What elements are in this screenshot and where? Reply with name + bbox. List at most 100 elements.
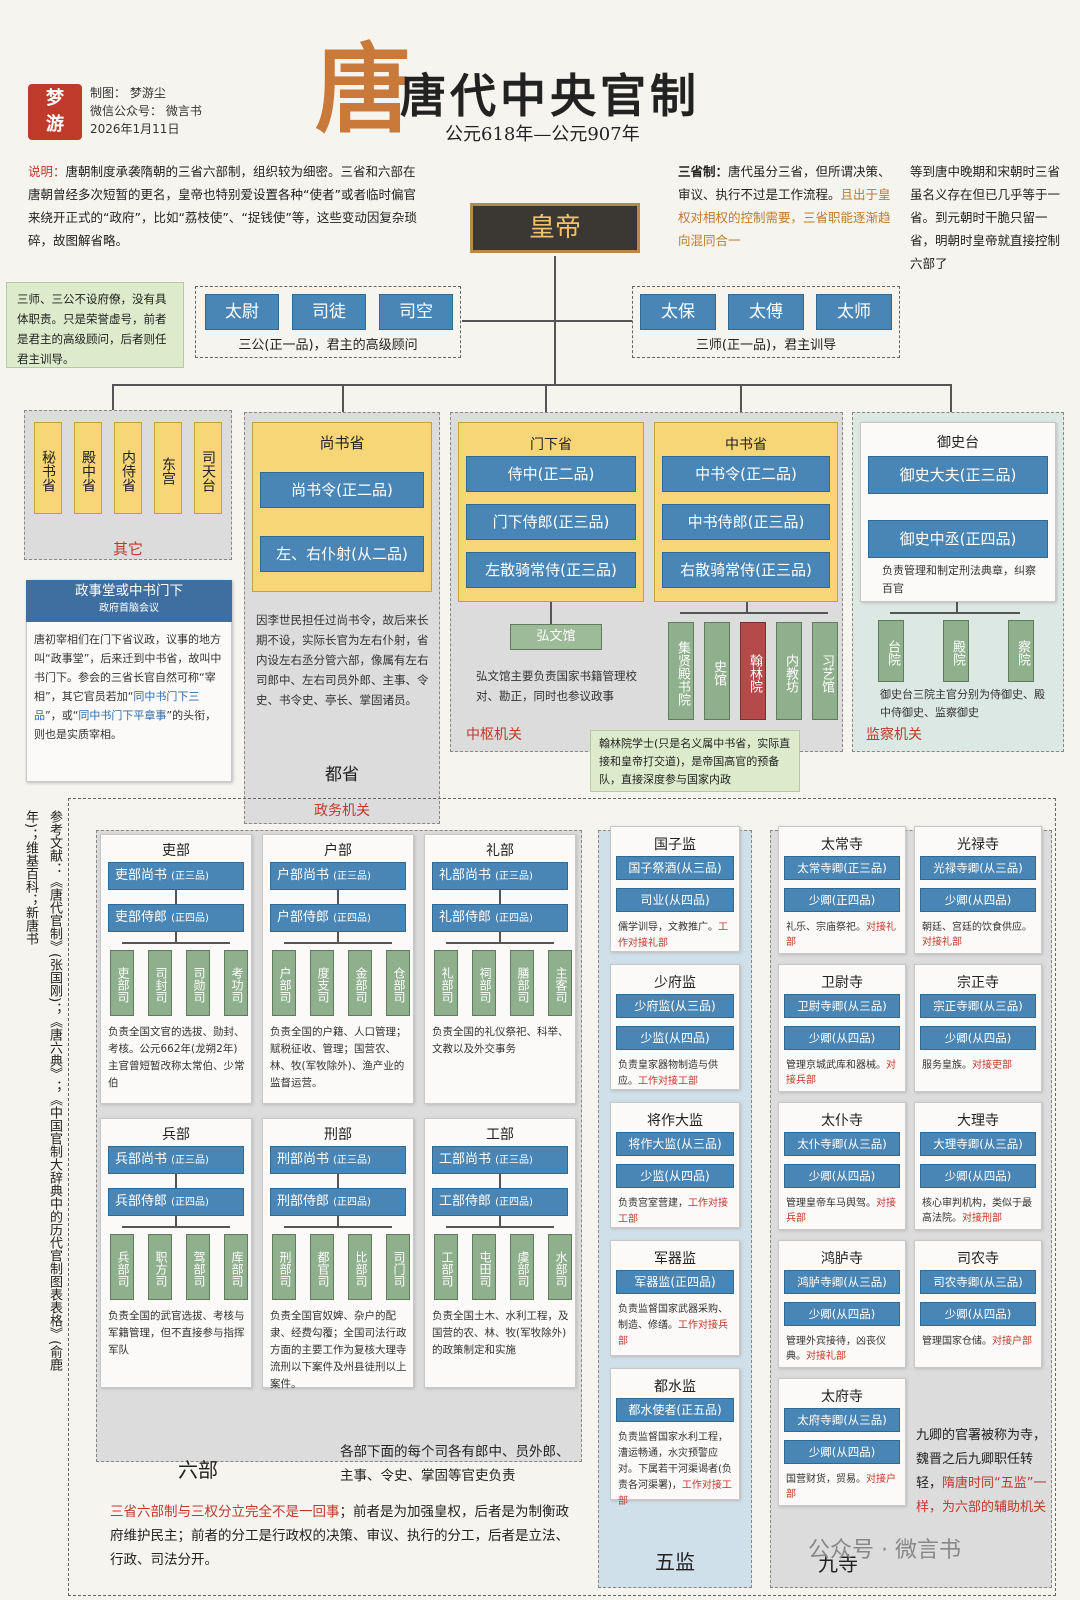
wujian-desc: 儒学训导，文教推广。工作对接礼部 [618, 920, 734, 952]
jiusi-name: 太仆寺 [821, 1113, 863, 1129]
dept-connector [175, 932, 177, 942]
sanshi-caption: 三师(正一品)，君主训导 [695, 338, 837, 353]
jiusi-name: 卫尉寺 [821, 975, 863, 991]
dept-connector [499, 1174, 501, 1188]
wujian-desc: 负责皇家器物制造与供应。工作对接工部 [618, 1058, 734, 1090]
jiusi-name: 司农寺 [957, 1251, 999, 1267]
jiusi-link: 对接兵部 [786, 1198, 896, 1224]
dept-sub-office: 兵部司 [110, 1234, 134, 1300]
wujian-post: 将作大监(从三品) [616, 1132, 734, 1156]
dept-vice: 礼部侍郎 [439, 910, 492, 925]
dept-sub-office: 都官司 [310, 1234, 334, 1300]
jiusi-post: 太府寺卿(从三品) [784, 1408, 900, 1432]
xiyiguan-box: 习艺馆 [812, 622, 838, 720]
dept-vice-rank: (正四品) [171, 913, 209, 924]
yushi-name: 御史台 [937, 435, 979, 451]
menxia-post-1: 侍中(正二品) [466, 456, 636, 492]
jiusi-post: 太常寺卿(正三品) [784, 856, 900, 880]
others-neishi: 内侍省 [114, 422, 142, 514]
wujian-name: 少府监 [654, 975, 696, 991]
dept-connector [337, 932, 339, 942]
zhongshu-post-1: 中书令(正二品) [662, 456, 830, 492]
wujian-desc-text: 儒学训导，文教推广。 [618, 922, 718, 933]
zhengshitang-sub: 政府首脑会议 [99, 603, 159, 614]
jiusi-desc: 管理外宾接待，凶丧仪典。对接礼部 [786, 1334, 900, 1364]
wujian-post: 司业(从四品) [616, 888, 734, 912]
dept-head-rank: (正三品) [333, 871, 371, 882]
dept-head-rank: (正三品) [171, 1155, 209, 1166]
sanshi-group [632, 286, 900, 358]
dept-name: 兵部 [162, 1127, 190, 1143]
wujian-link: 工作对接兵部 [618, 1320, 728, 1347]
dusheng-label: 都省 [325, 765, 359, 785]
sanquan-note: 三省六部制与三权分立完全不是一回事；前者是为加强皇权，后者是为制衡政府维护民主；… [110, 1504, 569, 1568]
dept-vice: 刑部侍郎 [277, 1194, 330, 1209]
dept-sub-office: 工部司 [434, 1234, 458, 1300]
dept-vice-box: 兵部侍郎 (正四品) [108, 1188, 244, 1216]
liubu-note: 各部下面的每个司各有郎中、员外郎、主事、令史、掌固等官吏负责 [340, 1444, 570, 1484]
others-sitian: 司天台 [194, 422, 222, 514]
dept-vice-rank: (正四品) [333, 1197, 371, 1208]
wujian-post: 军器监(正四品) [616, 1270, 734, 1294]
yushi-box [860, 422, 1056, 602]
dept-vice: 兵部侍郎 [115, 1194, 168, 1209]
sansheng-note: 三省制：唐代虽分三省，但所谓决策、审议、执行不过是工作流程。且出于皇权对相权的控… [678, 164, 891, 248]
dept-vice: 工部侍郎 [439, 1194, 492, 1209]
jiusi-desc-text: 国营财货，贸易。 [786, 1474, 866, 1485]
dept-vice: 吏部侍郎 [115, 910, 168, 925]
wujian-post: 国子祭酒(从三品) [616, 856, 734, 880]
wujian-link: 工作对接工部 [618, 1198, 728, 1225]
wujian-link: 工作对接工部 [638, 1076, 698, 1087]
yushi-post-2: 御史中丞(正四品) [868, 520, 1048, 558]
hongwenguan-box: 弘文馆 [510, 624, 602, 650]
dept-head-rank: (正三品) [333, 1155, 371, 1166]
wujian-label: 五监 [655, 1550, 695, 1574]
jiusi-post: 少卿(从四品) [784, 1026, 900, 1050]
wujian-desc: 负责宫室营建，工作对接工部 [618, 1196, 734, 1228]
others-donggong: 东宫 [154, 422, 182, 514]
menxia-post-3: 左散骑常侍(正三品) [466, 552, 636, 588]
shangshu-name: 尚书省 [319, 434, 365, 452]
jiusi-desc: 礼乐、宗庙祭祀。对接礼部 [786, 920, 900, 950]
zhengshitang-title: 政事堂或中书门下 [75, 583, 183, 599]
jiusi-link: 对接礼部 [786, 922, 896, 948]
jiusi-desc: 朝廷、宫廷的饮食供应。对接礼部 [922, 920, 1036, 950]
jiusi-desc-text: 管理国家仓储。 [922, 1336, 992, 1347]
intro-note: 说明：唐朝制度承袭隋朝的三省六部制，组织较为细密。三省和六部在唐朝曾经多次短暂的… [28, 164, 417, 248]
sangong-sikong: 司空 [379, 294, 453, 330]
dept-connector [175, 1174, 177, 1188]
dept-head: 兵部尚书 [115, 1152, 168, 1167]
drop-line-3 [545, 384, 547, 420]
title-logo: 唐 [315, 33, 411, 146]
dept-connector [337, 890, 339, 904]
dept-desc: 负责全国文官的选拔、勋封、考核。公元662年(龙朔2年)主官曾短暂改称太常伯、少… [108, 1026, 245, 1089]
dept-desc: 负责全国的户籍、人口管理；赋税征收、管理；国营农、林、牧(军牧除外)、渔产业的监… [270, 1026, 407, 1089]
wujian-name: 国子监 [654, 837, 696, 853]
dept-vice-rank: (正四品) [495, 1197, 533, 1208]
wujian-desc: 负责监督国家武器采购、制造、修缮。工作对接兵部 [618, 1302, 734, 1350]
dept-desc: 负责全国的礼仪祭祀、科举、文教以及外交事务 [432, 1026, 569, 1055]
jiancha-region-label: 监察机关 [866, 727, 922, 743]
jiusi-desc: 管理皇帝车马舆驾。对接兵部 [786, 1196, 900, 1226]
jiusi-post: 少卿(正四品) [784, 888, 900, 912]
hanlin-box: 翰林院 [740, 622, 766, 720]
main-bus-line [112, 384, 952, 386]
dept-sub-office: 礼部司 [434, 950, 458, 1016]
jiusi-link: 对接户部 [786, 1474, 896, 1500]
jiusi-link: 对接礼部 [922, 937, 962, 948]
drop-line-2 [342, 384, 344, 420]
jiusi-name: 太府寺 [821, 1389, 863, 1405]
dept-sub-office: 驾部司 [186, 1234, 210, 1300]
dept-vice-rank: (正四品) [333, 913, 371, 924]
maker-text: 制图： 梦游尘 [90, 86, 166, 100]
dept-desc: 负责全国的武官选拔、考核与军籍管理，但不直接参与指挥军队 [108, 1310, 245, 1356]
jiusi-desc: 服务皇族。对接吏部 [922, 1058, 1036, 1073]
dept-sub-office: 膳部司 [510, 950, 534, 1016]
jiusi-desc-text: 核心审判机构，类似于最高法院。 [922, 1198, 1032, 1224]
references-text: 参考文献：《唐代官制》(张国刚)；《唐六典》；《中国官制大辞典中的历代官制图表表… [23, 810, 62, 1372]
jiusi-desc: 核心审判机构，类似于最高法院。对接刑部 [922, 1196, 1036, 1226]
sangong-caption: 三公(正一品)，君主的高级顾问 [238, 338, 418, 353]
dept-sub-office: 刑部司 [272, 1234, 296, 1300]
jiusi-desc-text: 管理皇帝车马舆驾。 [786, 1198, 876, 1209]
sangong-taiwei: 太尉 [205, 294, 279, 330]
